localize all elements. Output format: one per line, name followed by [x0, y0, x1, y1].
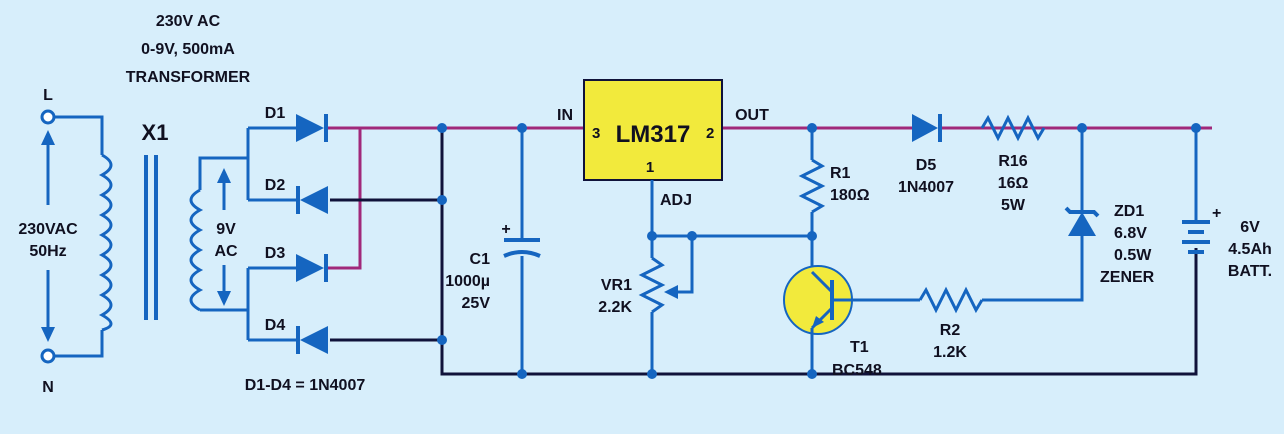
- arrow-up-icon: [217, 168, 231, 183]
- arrow-down-icon: [41, 327, 55, 342]
- secondary-label: 9V: [216, 221, 236, 238]
- mains-line-label: L: [43, 87, 53, 104]
- vr1-label: VR1: [601, 277, 632, 294]
- r2-label: 1.2K: [933, 344, 967, 361]
- junction-dot: [437, 335, 447, 345]
- diode-d2: [300, 186, 328, 214]
- junction-dot: [437, 195, 447, 205]
- bridge-rectifier: D1 D2 D3 D4 D1-D4 = 1N4007: [245, 105, 366, 394]
- zd1-label: 0.5W: [1114, 247, 1152, 264]
- regulator-lm317: LM317 3 2 1 IN OUT ADJ: [557, 79, 769, 236]
- secondary-coil: [189, 188, 204, 312]
- rectifier-note: D1-D4 = 1N4007: [245, 377, 366, 394]
- mains-input-label: 50Hz: [29, 243, 66, 260]
- mains-input: L N 230VAC 50Hz: [18, 87, 104, 396]
- diode-d1: [296, 114, 324, 142]
- r2-label: R2: [940, 322, 961, 339]
- mains-input-label: 230VAC: [18, 221, 78, 238]
- r16-label: R16: [998, 153, 1027, 170]
- battery-label: 4.5Ah: [1228, 241, 1272, 258]
- capacitor-label: 25V: [462, 295, 491, 312]
- d5-label: 1N4007: [898, 179, 954, 196]
- diode-d3: [296, 254, 324, 282]
- regulator-pin-adj: 1: [646, 159, 654, 176]
- t1-label: T1: [850, 339, 869, 356]
- zd1-label: ZD1: [1114, 203, 1144, 220]
- junction-dot: [687, 231, 697, 241]
- junction-dot: [647, 369, 657, 379]
- battery-label: BATT.: [1228, 263, 1272, 280]
- resistor-r1: R1 180Ω: [798, 128, 870, 272]
- mains-neutral-terminal: [40, 348, 56, 364]
- transformer-ref: X1: [142, 120, 169, 145]
- secondary-wire-top: [198, 156, 248, 190]
- secondary-label: AC: [214, 243, 238, 260]
- primary-wire-top: [54, 115, 104, 155]
- potentiometer-vr1: VR1 2.2K: [598, 236, 694, 374]
- diode-d1-label: D1: [265, 105, 286, 122]
- diode-d2-label: D2: [265, 177, 286, 194]
- arrow-up-icon: [41, 130, 55, 145]
- primary-coil: [98, 153, 113, 332]
- zd1-label: ZENER: [1100, 269, 1155, 286]
- transformer-x1: X1 9V AC: [98, 120, 238, 332]
- r1-label: R1: [830, 165, 851, 182]
- transistor-t1: T1 BC548: [783, 265, 920, 379]
- capacitor-c1: + C1 1000µ 25V: [445, 128, 541, 374]
- mains-line-terminal: [40, 109, 56, 125]
- r1-label: 180Ω: [830, 187, 870, 204]
- junction-dot: [437, 123, 447, 133]
- capacitor-polarity: +: [501, 221, 510, 238]
- wiper-arrow-icon: [664, 285, 678, 299]
- ground-rail: [330, 128, 1198, 376]
- diode-d4: [300, 326, 328, 354]
- junction-dot: [807, 369, 817, 379]
- r16-label: 16Ω: [998, 175, 1029, 192]
- capacitor-label: 1000µ: [445, 273, 490, 290]
- diode-d4-label: D4: [265, 317, 286, 334]
- battery-label: 6V: [1240, 219, 1260, 236]
- diode-d5: D5 1N4007: [898, 114, 954, 196]
- transformer-title-line: 0-9V, 500mA: [141, 41, 235, 58]
- junction-dot: [1077, 123, 1087, 133]
- regulator-pin-in: 3: [592, 125, 600, 142]
- regulator-pin-out: 2: [706, 125, 714, 142]
- regulator-name: LM317: [616, 121, 691, 148]
- mains-neutral-label: N: [42, 379, 54, 396]
- r16-label: 5W: [1001, 197, 1026, 214]
- arrow-down-icon: [217, 291, 231, 306]
- regulator-adj-label: ADJ: [660, 192, 692, 209]
- junction-dot: [517, 123, 527, 133]
- junction-dot: [807, 231, 817, 241]
- d5-label: D5: [916, 157, 937, 174]
- zd1-label: 6.8V: [1114, 225, 1147, 242]
- battery-polarity: +: [1212, 205, 1221, 222]
- battery: + 6V 4.5Ah BATT.: [1182, 128, 1272, 280]
- vr1-label: 2.2K: [598, 299, 632, 316]
- transformer-title-line: TRANSFORMER: [126, 69, 251, 86]
- transformer-title-line: 230V AC: [156, 13, 221, 30]
- junction-dot: [1191, 123, 1201, 133]
- emitter-arrow-icon: [812, 316, 824, 328]
- regulator-out-label: OUT: [735, 107, 769, 124]
- capacitor-label: C1: [470, 251, 491, 268]
- t1-label: BC548: [832, 362, 882, 379]
- zener-zd1: ZD1 6.8V 0.5W ZENER: [1064, 128, 1155, 286]
- junction-dot: [517, 369, 527, 379]
- resistor-r2: R2 1.2K: [918, 236, 1084, 361]
- transformer-title: 230V AC 0-9V, 500mA TRANSFORMER: [126, 13, 251, 86]
- junction-dot: [807, 123, 817, 133]
- primary-wire-bottom: [54, 330, 104, 358]
- regulator-in-label: IN: [557, 107, 573, 124]
- junctions: [437, 123, 1201, 379]
- junction-dot: [647, 231, 657, 241]
- diode-d3-label: D3: [265, 245, 286, 262]
- resistor-r16: R16 16Ω 5W: [980, 114, 1046, 214]
